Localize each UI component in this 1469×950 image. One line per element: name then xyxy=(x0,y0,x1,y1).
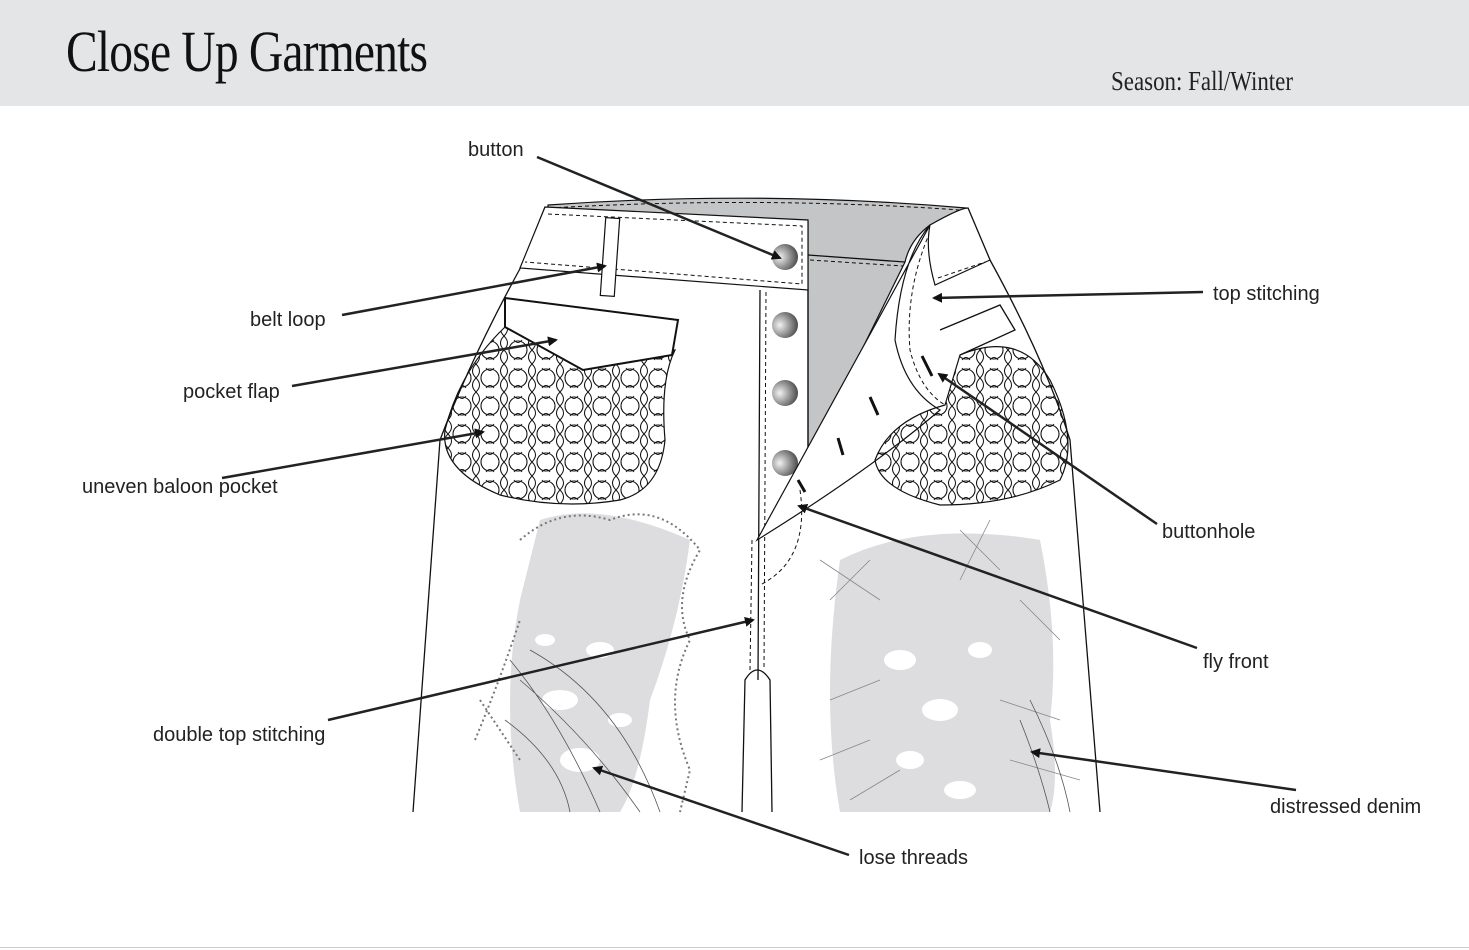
label-distressed-denim: distressed denim xyxy=(1270,796,1421,818)
distressed-denim-left xyxy=(474,513,702,813)
header-bar: Close Up Garments Season: Fall/Winter xyxy=(0,0,1469,106)
waistband xyxy=(519,206,809,291)
button xyxy=(772,380,798,406)
buttonholes xyxy=(796,355,934,493)
label-pocket: uneven baloon pocket xyxy=(82,476,278,498)
callout-lines xyxy=(221,155,1297,857)
distressed-denim-right xyxy=(819,519,1081,813)
divider xyxy=(0,947,1469,948)
label-fly-front: fly front xyxy=(1203,651,1269,673)
fly-front xyxy=(755,224,942,542)
pocket-flap xyxy=(504,296,680,372)
label-buttonhole: buttonhole xyxy=(1162,521,1255,543)
page-title: Close Up Garments xyxy=(66,19,428,84)
belt-loop xyxy=(599,216,621,298)
label-top-stitching: top stitching xyxy=(1213,283,1320,305)
label-pocket-flap: pocket flap xyxy=(183,381,280,403)
label-double-top-stitching: double top stitching xyxy=(153,724,325,746)
season-label: Season: Fall/Winter xyxy=(1111,66,1294,96)
label-belt-loop: belt loop xyxy=(250,309,326,331)
label-button: button xyxy=(468,139,524,161)
right-pocket xyxy=(874,346,1069,506)
label-lose-threads: lose threads xyxy=(859,847,968,869)
button xyxy=(772,312,798,338)
button xyxy=(772,450,798,476)
left-pocket xyxy=(444,326,677,505)
